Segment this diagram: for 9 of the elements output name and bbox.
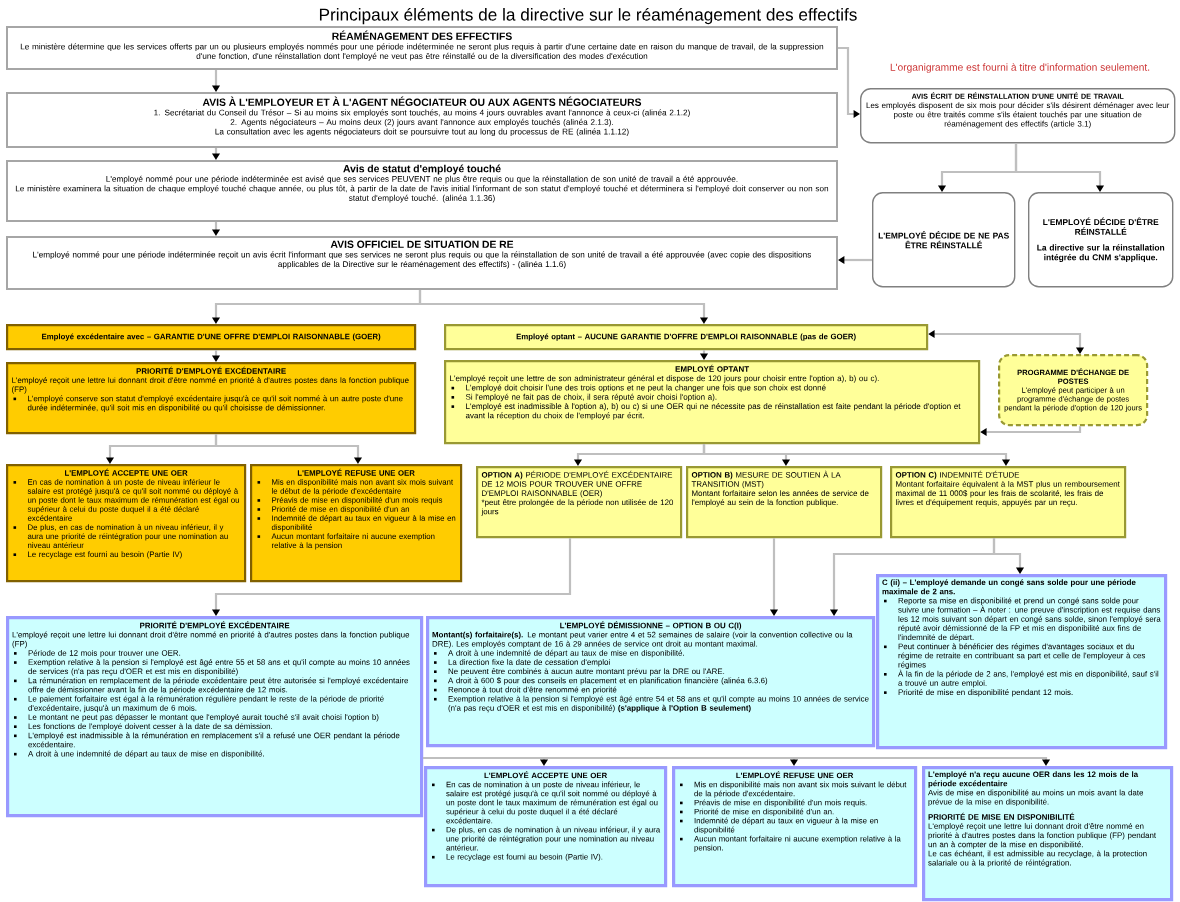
arrow [423,756,1051,766]
arrow [418,290,709,324]
arrow [702,444,1011,466]
arrow [1014,143,1105,192]
arrow [980,426,1082,437]
arrow [992,538,1025,574]
arrow [838,256,872,265]
arrow [214,434,363,464]
title: Principaux éléments de la directive sur le réaménagement des effectifs [319,7,857,25]
